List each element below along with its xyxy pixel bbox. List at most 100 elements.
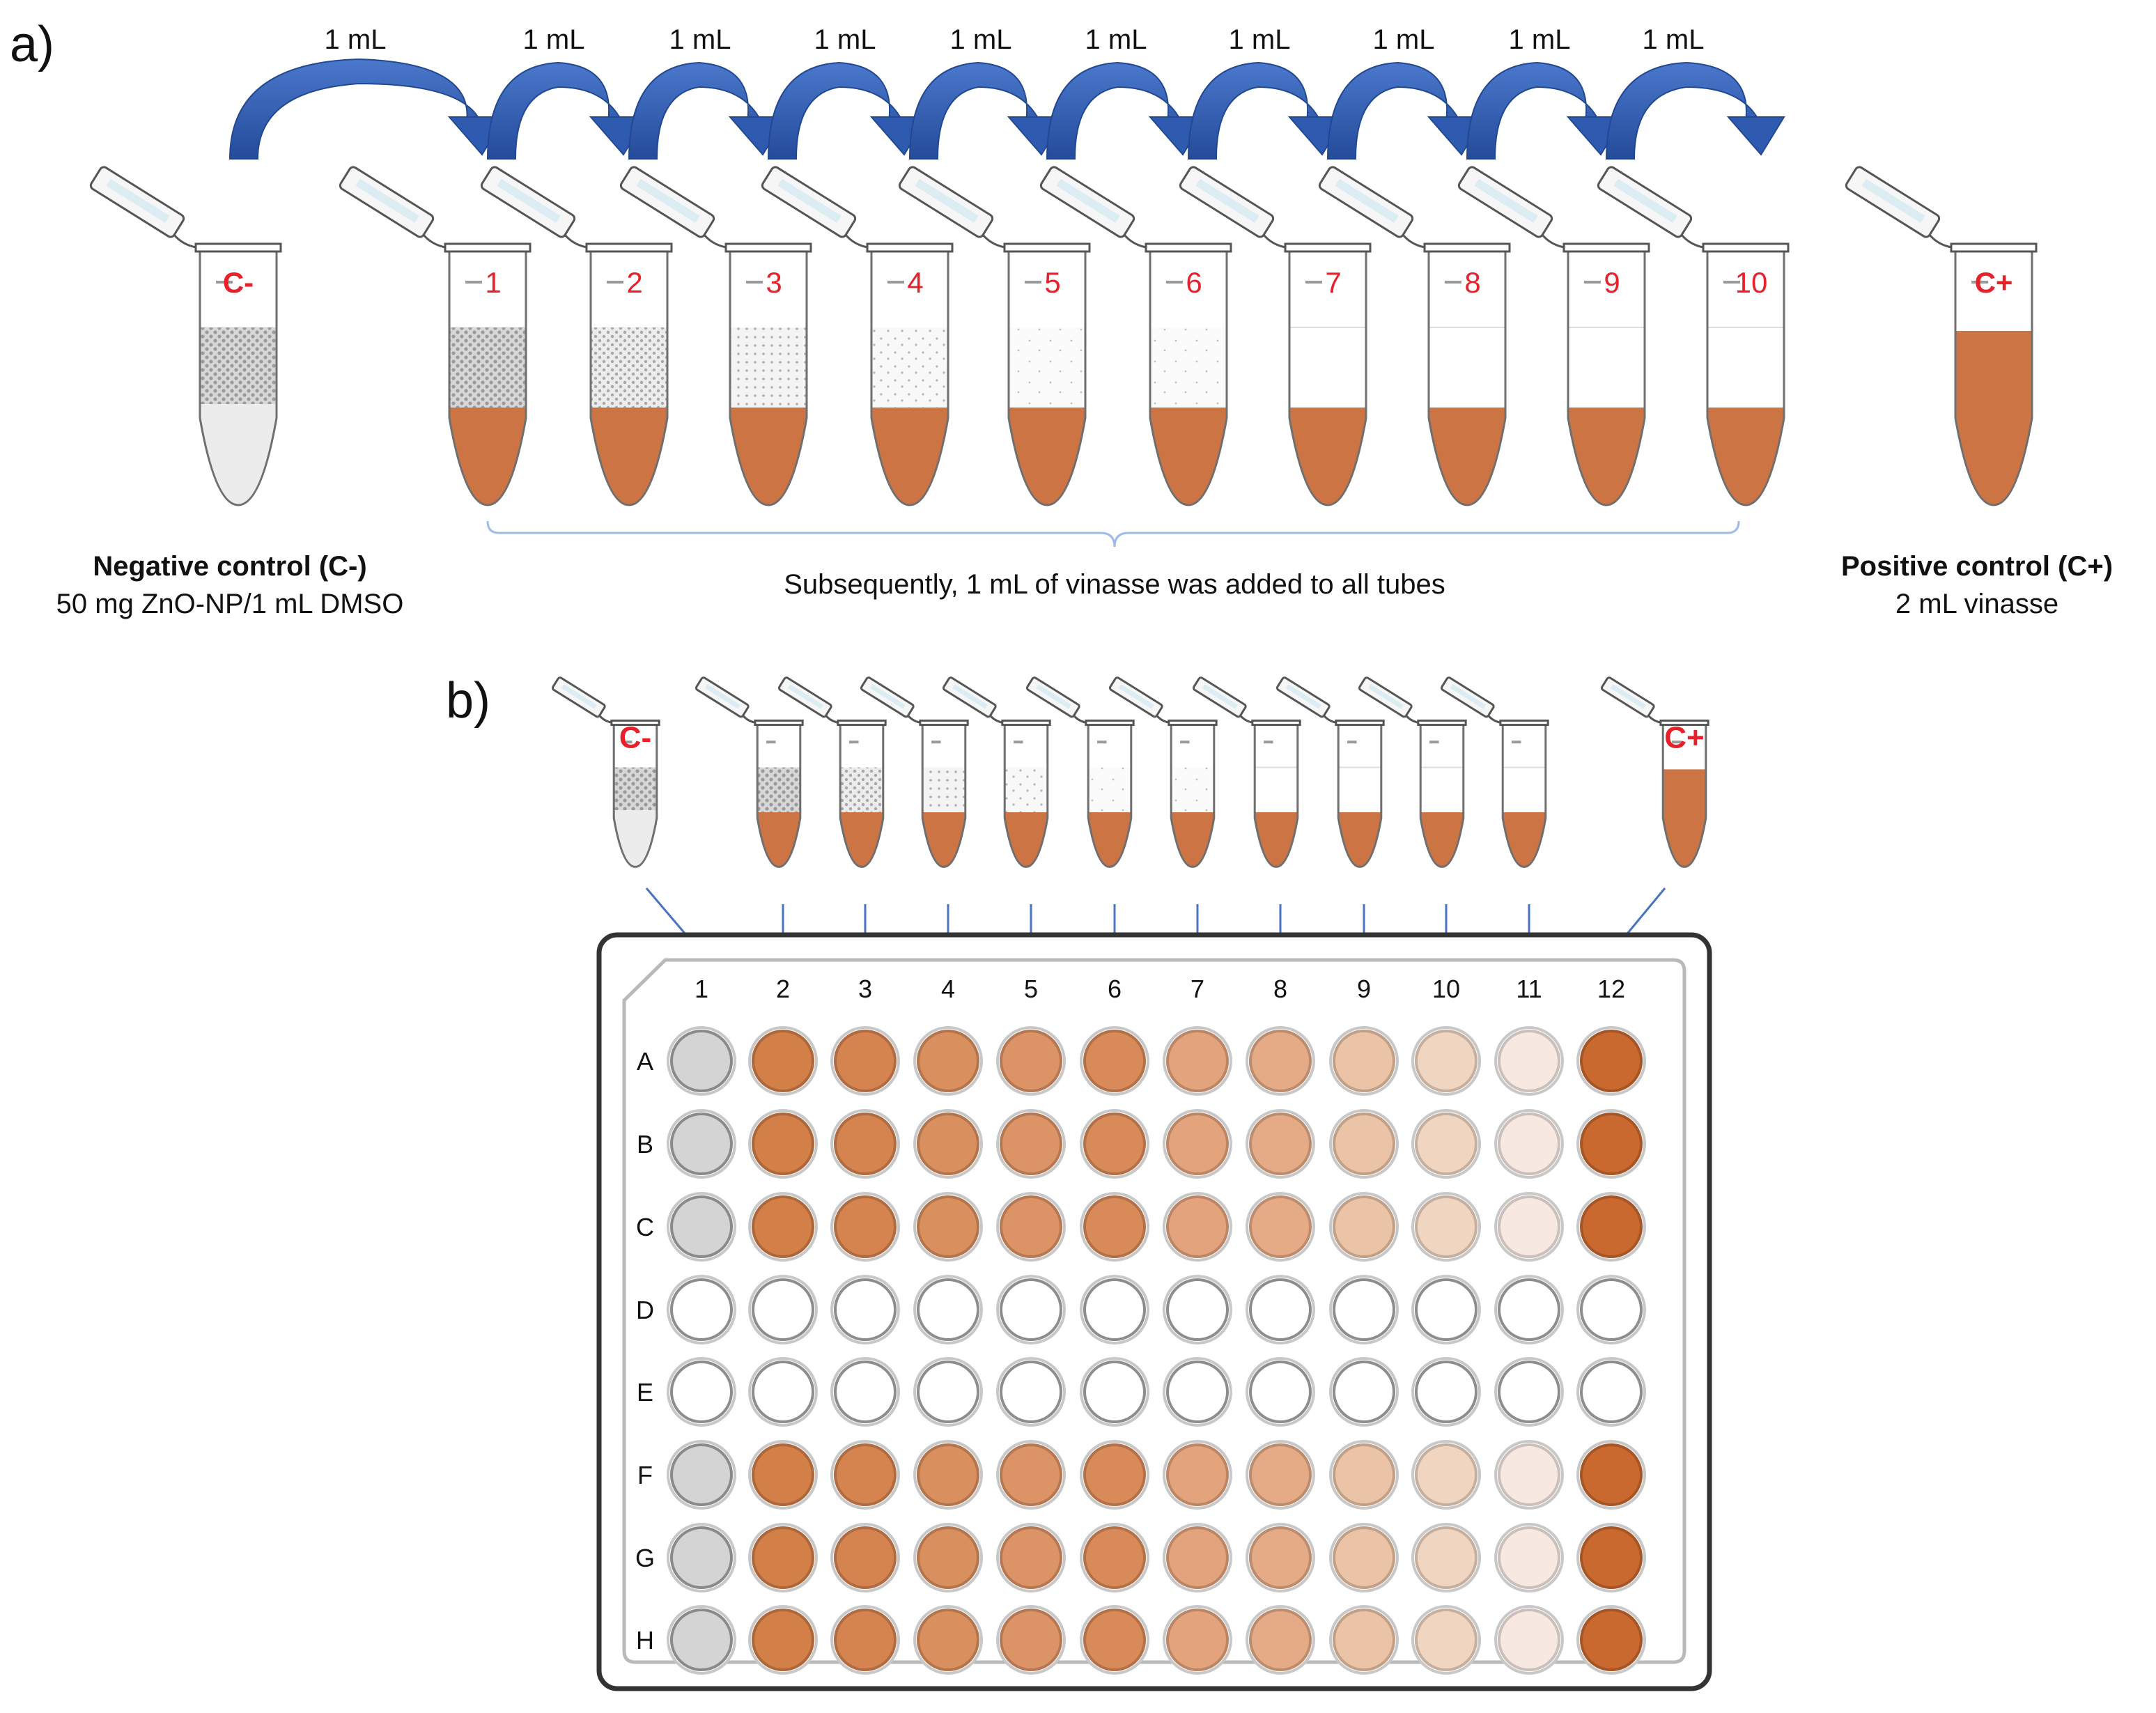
well-G9 bbox=[1329, 1523, 1399, 1592]
well-G7 bbox=[1163, 1523, 1232, 1592]
column-header-10: 10 bbox=[1432, 975, 1460, 1003]
column-header-2: 2 bbox=[776, 975, 790, 1003]
well-C5 bbox=[996, 1192, 1066, 1262]
row-header-G: G bbox=[635, 1544, 655, 1572]
tube-a-7-label: 7 bbox=[1325, 266, 1341, 299]
row-header-H: H bbox=[636, 1626, 654, 1654]
well-C11 bbox=[1494, 1192, 1564, 1262]
well-A9 bbox=[1329, 1026, 1399, 1096]
positive-control-desc: 2 mL vinasse bbox=[1895, 589, 2058, 619]
well-C4 bbox=[913, 1192, 983, 1262]
well-F11 bbox=[1494, 1440, 1564, 1510]
well-A1 bbox=[667, 1026, 736, 1096]
well-G2 bbox=[748, 1523, 818, 1592]
well-G10 bbox=[1411, 1523, 1481, 1592]
well-A8 bbox=[1246, 1026, 1315, 1096]
column-header-9: 9 bbox=[1357, 975, 1371, 1003]
well-H8 bbox=[1246, 1605, 1315, 1675]
well-F2 bbox=[748, 1440, 818, 1510]
well-G1 bbox=[667, 1523, 736, 1592]
tube-b-4 bbox=[860, 676, 969, 868]
well-D3 bbox=[830, 1275, 900, 1344]
well-C9 bbox=[1329, 1192, 1399, 1262]
well-D4 bbox=[913, 1275, 983, 1344]
tubes-bracket bbox=[486, 520, 1740, 548]
tube-a-10-label: 10 bbox=[1735, 266, 1768, 299]
well-D11 bbox=[1494, 1275, 1564, 1344]
row-header-A: A bbox=[637, 1047, 653, 1076]
transfer-label-6: 1 mL bbox=[1085, 24, 1147, 55]
row-header-B: B bbox=[637, 1130, 653, 1158]
transfer-label-9: 1 mL bbox=[1509, 24, 1571, 55]
tube-a-4-label: 4 bbox=[907, 266, 923, 299]
well-F4 bbox=[913, 1440, 983, 1510]
column-header-11: 11 bbox=[1516, 975, 1542, 1003]
well-G3 bbox=[830, 1523, 900, 1592]
well-D7 bbox=[1163, 1275, 1232, 1344]
tube-a-pos: C+ bbox=[1845, 166, 2038, 506]
well-G11 bbox=[1494, 1523, 1564, 1592]
transfer-arrow-6 bbox=[1046, 61, 1207, 160]
well-A3 bbox=[830, 1026, 900, 1096]
well-D12 bbox=[1576, 1275, 1646, 1344]
tube-b-12-label: C+ bbox=[1664, 721, 1704, 755]
well-B2 bbox=[748, 1109, 818, 1179]
transfer-label-3: 1 mL bbox=[669, 24, 731, 55]
row-header-C: C bbox=[636, 1213, 654, 1241]
well-C1 bbox=[667, 1192, 736, 1262]
transfer-arrow-9 bbox=[1466, 61, 1625, 160]
well-G8 bbox=[1246, 1523, 1315, 1592]
transfer-label-7: 1 mL bbox=[1229, 24, 1291, 55]
well-G5 bbox=[996, 1523, 1066, 1592]
well-A2 bbox=[748, 1026, 818, 1096]
well-E2 bbox=[748, 1357, 818, 1427]
well-H6 bbox=[1080, 1605, 1149, 1675]
well-B6 bbox=[1080, 1109, 1149, 1179]
well-B8 bbox=[1246, 1109, 1315, 1179]
transfer-label-10: 1 mL bbox=[1643, 24, 1705, 55]
transfer-label-8: 1 mL bbox=[1373, 24, 1435, 55]
well-B1 bbox=[667, 1109, 736, 1179]
well-A4 bbox=[913, 1026, 983, 1096]
transfer-arrow-8 bbox=[1326, 61, 1486, 160]
tube-a-5-label: 5 bbox=[1044, 266, 1060, 299]
well-H4 bbox=[913, 1605, 983, 1675]
bracket-caption: Subsequently, 1 mL of vinasse was added … bbox=[784, 569, 1445, 600]
well-H9 bbox=[1329, 1605, 1399, 1675]
well-B10 bbox=[1411, 1109, 1481, 1179]
well-E1 bbox=[667, 1357, 736, 1427]
well-H7 bbox=[1163, 1605, 1232, 1675]
well-C12 bbox=[1576, 1192, 1646, 1262]
well-F12 bbox=[1576, 1440, 1646, 1510]
well-B5 bbox=[996, 1109, 1066, 1179]
well-F5 bbox=[996, 1440, 1066, 1510]
well-A5 bbox=[996, 1026, 1066, 1096]
well-A6 bbox=[1080, 1026, 1149, 1096]
transfer-arrow-10 bbox=[1605, 61, 1785, 160]
transfer-arrows bbox=[228, 58, 1785, 160]
tube-b-12: C+ bbox=[1600, 676, 1709, 868]
well-C3 bbox=[830, 1192, 900, 1262]
transfer-arrow-1 bbox=[228, 58, 506, 160]
well-B4 bbox=[913, 1109, 983, 1179]
tube-b-5 bbox=[942, 676, 1051, 868]
tube-b-2 bbox=[695, 676, 804, 868]
well-A10 bbox=[1411, 1026, 1481, 1096]
transfer-label-2: 1 mL bbox=[523, 24, 585, 55]
well-E4 bbox=[913, 1357, 983, 1427]
column-header-1: 1 bbox=[695, 975, 708, 1003]
column-header-12: 12 bbox=[1597, 975, 1625, 1003]
tube-a-neg: C- bbox=[89, 166, 282, 506]
well-E7 bbox=[1163, 1357, 1232, 1427]
tube-a-8-label: 8 bbox=[1464, 266, 1480, 299]
tube-a-1-label: 1 bbox=[485, 266, 501, 299]
transfer-label-5: 1 mL bbox=[950, 24, 1012, 55]
well-A11 bbox=[1494, 1026, 1564, 1096]
well-H2 bbox=[748, 1605, 818, 1675]
column-header-3: 3 bbox=[858, 975, 872, 1003]
